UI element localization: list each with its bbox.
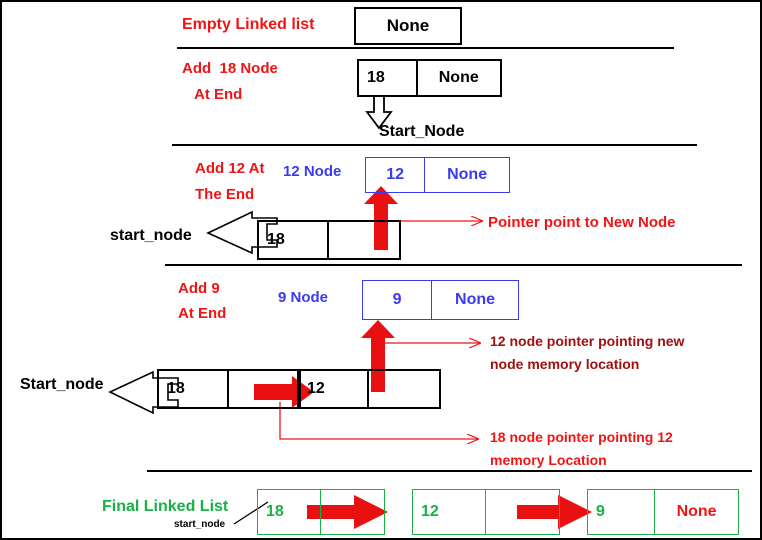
- node-18-none: 18 None: [357, 59, 502, 97]
- node-cell-next: [329, 222, 399, 258]
- label-start-node-12step: start_node: [110, 227, 192, 244]
- node-final-12: 12: [412, 489, 560, 535]
- node-12-chain-9step: 12: [297, 369, 441, 409]
- node-cell-value: None: [386, 16, 430, 35]
- node-cell-data: 9: [588, 490, 656, 534]
- label-start-node-9step: Start_node: [20, 376, 104, 393]
- annotation-12-pointer-line1: 12 node pointer pointing new: [490, 333, 685, 349]
- node-cell-data: 12: [366, 158, 426, 192]
- node-final-18: 18: [257, 489, 385, 535]
- label-add-18-line2: At End: [194, 86, 243, 103]
- node-cell-next: None: [676, 503, 717, 520]
- divider-3: [165, 264, 742, 266]
- annotation-18-pointer-line1: 18 node pointer pointing 12: [490, 429, 673, 445]
- node-cell-data: 18: [258, 490, 322, 534]
- label-add-12-line1: Add 12 At: [195, 160, 265, 177]
- node-12-none: 12 None: [365, 157, 510, 193]
- node-cell-next: None: [447, 166, 488, 183]
- node-cell-next: [321, 490, 384, 534]
- label-add-12-line2: The End: [195, 186, 255, 203]
- node-cell-next: [229, 371, 299, 407]
- node-cell-next: [369, 371, 439, 407]
- node-cell-data: 9: [363, 281, 433, 319]
- node-18-chain-12step: 18: [257, 220, 401, 260]
- node-cell-data: 18: [159, 371, 230, 407]
- divider-1: [177, 47, 674, 49]
- node-cell-next: [486, 490, 559, 534]
- node-18-chain-9step: 18: [157, 369, 301, 409]
- node-cell-next: None: [438, 69, 479, 86]
- label-start-node-18: Start_Node: [379, 123, 465, 140]
- divider-4: [147, 470, 752, 472]
- divider-2: [172, 144, 697, 146]
- label-final-start-node: start_node: [174, 519, 226, 530]
- annotation-pointer-new-node: Pointer point to New Node: [488, 214, 676, 231]
- caption-12-node: 12 Node: [283, 163, 342, 180]
- node-cell-data: 12: [299, 371, 370, 407]
- node-cell-next: None: [455, 291, 496, 308]
- label-add-9-line2: At End: [178, 305, 227, 322]
- annotation-12-pointer-line2: node memory location: [490, 356, 640, 372]
- node-cell-data: 18: [359, 61, 418, 95]
- node-final-9: 9 None: [587, 489, 739, 535]
- label-final-linked-list: Final Linked List: [102, 498, 229, 515]
- node-cell-data: 18: [259, 222, 330, 258]
- label-add-18-line1: Add 18 Node: [182, 60, 278, 77]
- label-add-9-line1: Add 9: [178, 280, 220, 297]
- node-cell-data: 12: [413, 490, 487, 534]
- caption-9-node: 9 Node: [278, 289, 329, 306]
- label-empty-linked-list: Empty Linked list: [182, 16, 315, 33]
- annotation-18-pointer-line2: memory Location: [490, 452, 607, 468]
- node-empty-none: None: [354, 7, 462, 45]
- node-9-none: 9 None: [362, 280, 519, 320]
